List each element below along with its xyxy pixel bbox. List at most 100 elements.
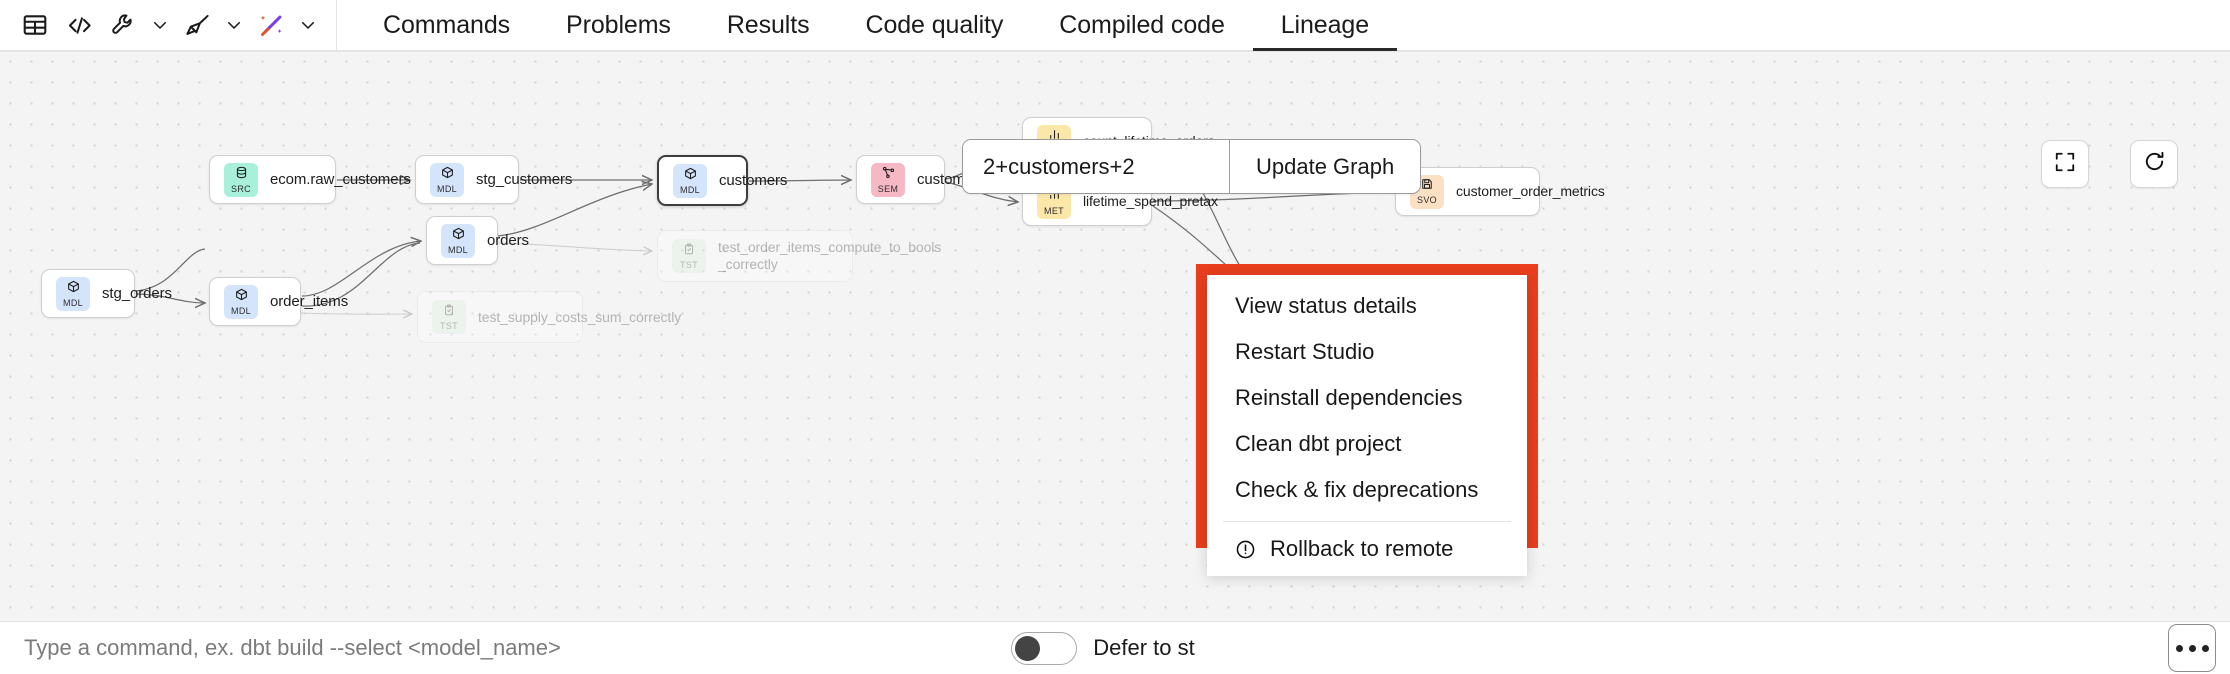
node-badge-tst: TST [672, 239, 706, 273]
lineage-node-customer-order-metrics[interactable]: SVO customer_order_metrics [1395, 167, 1605, 216]
node-label: stg_customers [476, 171, 573, 188]
node-label: customers [719, 172, 788, 189]
tab-commands[interactable]: Commands [355, 0, 538, 51]
lineage-node-customers-sem[interactable]: SEM customers [856, 155, 985, 204]
node-type-label: SVO [1417, 195, 1437, 205]
clipboard-check-icon [443, 304, 455, 320]
graph-selector-input[interactable] [963, 140, 1229, 193]
node-badge-mdl: MDL [441, 223, 475, 258]
more-options-button[interactable] [2168, 624, 2217, 672]
graph-selector-bar: Update Graph [962, 139, 1422, 194]
node-badge-sem: SEM [871, 162, 905, 197]
update-graph-label: Update Graph [1256, 153, 1395, 179]
lineage-node-test-order-items[interactable]: TST test_order_items_compute_to_bools _c… [657, 230, 941, 282]
menu-item-reinstall-dependencies[interactable]: Reinstall dependencies [1207, 375, 1527, 421]
broom-chevron-down-icon[interactable] [220, 4, 248, 46]
wrench-chevron-down-icon[interactable] [146, 4, 174, 46]
database-icon [235, 166, 248, 183]
wrench-icon[interactable] [102, 4, 144, 46]
node-type-label: SRC [231, 183, 251, 194]
tab-problems-label: Problems [566, 10, 671, 39]
defer-toggle-label: Defer to st [1093, 635, 1195, 660]
cube-icon [684, 167, 697, 184]
lineage-canvas[interactable]: SRC ecom.raw_customers MDL stg_customers [0, 51, 2230, 621]
update-graph-button[interactable]: Update Graph [1229, 140, 1421, 193]
node-label: order_items [270, 293, 349, 310]
tab-lineage[interactable]: Lineage [1253, 0, 1397, 51]
node-label: lifetime_spend_pretax [1083, 193, 1218, 209]
ellipsis-icon [2175, 644, 2209, 652]
node-label: orders [487, 232, 529, 249]
node-type-label: MDL [680, 184, 700, 195]
fit-to-screen-icon [2054, 151, 2076, 178]
refresh-graph-button[interactable] [2130, 140, 2178, 188]
menu-item-rollback-to-remote[interactable]: Rollback to remote [1207, 526, 1527, 572]
node-label: test_supply_costs_sum_correctly [478, 308, 682, 325]
cube-icon [441, 166, 454, 183]
node-type-label: MDL [231, 305, 251, 316]
node-badge-mdl: MDL [673, 163, 707, 198]
tab-code-quality[interactable]: Code quality [838, 0, 1032, 51]
tab-results[interactable]: Results [699, 0, 838, 51]
semantic-graph-icon [882, 166, 895, 183]
node-label: customer_order_metrics [1456, 183, 1605, 199]
defer-toggle[interactable] [1011, 631, 1078, 665]
lineage-node-test-supply-costs[interactable]: TST test_supply_costs_sum_correctly [417, 291, 681, 343]
lineage-node-customers-mdl[interactable]: MDL customers [657, 155, 787, 206]
menu-item-label: Restart Studio [1235, 339, 1375, 364]
node-badge-tst: TST [432, 300, 466, 334]
menu-item-clean-dbt-project[interactable]: Clean dbt project [1207, 421, 1527, 467]
lineage-node-ecom-raw-customers[interactable]: SRC ecom.raw_customers [209, 155, 411, 204]
magic-wand-chevron-down-icon[interactable] [294, 4, 322, 46]
warning-icon [1235, 539, 1256, 560]
tab-commands-label: Commands [383, 10, 511, 39]
menu-divider [1223, 521, 1511, 522]
node-badge-mdl: MDL [224, 284, 258, 319]
editor-tool-group [0, 0, 336, 51]
node-type-label: MDL [437, 183, 457, 194]
command-input[interactable] [0, 622, 1012, 674]
menu-item-label: Check & fix deprecations [1235, 477, 1479, 502]
tab-compiled-code[interactable]: Compiled code [1031, 0, 1252, 51]
node-type-label: MDL [63, 297, 83, 308]
node-type-label: MET [1044, 205, 1064, 216]
lineage-node-orders[interactable]: MDL orders [426, 216, 529, 265]
table-view-icon[interactable] [14, 4, 56, 46]
tab-compiled-code-label: Compiled code [1059, 10, 1225, 39]
studio-context-menu: View status details Restart Studio Reins… [1207, 275, 1527, 576]
node-badge-src: SRC [224, 162, 258, 197]
node-type-label: TST [440, 320, 458, 331]
node-label: stg_orders [102, 285, 172, 302]
tab-lineage-label: Lineage [1280, 10, 1370, 39]
cube-icon [235, 288, 248, 305]
lineage-node-stg-customers[interactable]: MDL stg_customers [415, 155, 572, 204]
cube-icon [452, 227, 465, 244]
menu-item-label: Clean dbt project [1235, 431, 1402, 456]
magic-wand-icon[interactable] [250, 4, 292, 46]
save-disk-icon [1421, 178, 1433, 194]
menu-item-label: View status details [1235, 293, 1417, 318]
defer-toggle-knob [1015, 635, 1041, 661]
menu-item-view-status-details[interactable]: View status details [1207, 283, 1527, 329]
top-toolbar: Commands Problems Results Code quality C… [0, 0, 2230, 51]
menu-item-restart-studio[interactable]: Restart Studio [1207, 329, 1527, 375]
menu-item-check-fix-deprecations[interactable]: Check & fix deprecations [1207, 467, 1527, 513]
node-type-label: TST [680, 259, 698, 270]
toolbar-divider [336, 0, 337, 51]
fit-to-screen-button[interactable] [2041, 140, 2089, 188]
node-label: test_order_items_compute_to_bools _corre… [718, 239, 942, 272]
refresh-icon [2143, 150, 2166, 178]
tab-code-quality-label: Code quality [865, 10, 1004, 39]
code-view-icon[interactable] [58, 4, 100, 46]
broom-icon[interactable] [176, 4, 218, 46]
tab-problems[interactable]: Problems [538, 0, 699, 51]
node-badge-mdl: MDL [430, 162, 464, 197]
cube-icon [67, 280, 80, 297]
node-label: ecom.raw_customers [270, 171, 411, 188]
menu-item-label: Reinstall dependencies [1235, 385, 1463, 410]
lineage-node-stg-orders[interactable]: MDL stg_orders [41, 269, 172, 318]
node-type-label: MDL [448, 244, 468, 255]
tab-results-label: Results [726, 10, 810, 39]
lineage-node-order-items[interactable]: MDL order_items [209, 277, 348, 326]
